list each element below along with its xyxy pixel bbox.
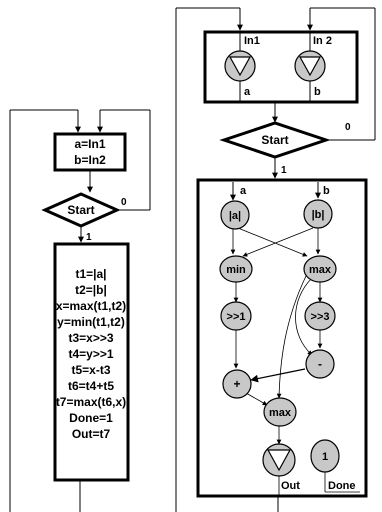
body-line-8: t6=t4+t5	[68, 379, 114, 393]
in2-label: In 2	[313, 35, 332, 47]
max-label: max	[309, 264, 332, 276]
left-flowchart	[9, 109, 151, 512]
body-line-6: t4=y>>1	[68, 347, 113, 361]
right-flowchart	[175, 7, 376, 512]
port-b-label: b	[314, 86, 321, 98]
right-decision-false-label: 0	[345, 122, 351, 133]
left-flowchart-text: a=In1 b=In2 Start 0 1 t1=|a| t2=|b| x=ma…	[56, 137, 127, 441]
shr3-node	[304, 301, 336, 331]
inner-b-label: b	[323, 185, 330, 197]
decision-false-label: 0	[121, 197, 127, 208]
in2-port-icon	[298, 56, 322, 77]
right-decision-true-label: 1	[281, 165, 287, 176]
inner-a-label: a	[240, 185, 247, 197]
body-line-2: t2=|b|	[75, 283, 107, 297]
port-a-label: a	[244, 86, 251, 98]
body-line-7: t5=x-t3	[71, 363, 110, 377]
abs-a-node	[220, 200, 250, 230]
abs-b-label: |b|	[312, 209, 325, 221]
max2-node	[263, 397, 297, 427]
done-label: Done	[328, 480, 356, 492]
max-node	[303, 255, 337, 283]
body-line-9: t7=max(t6,x)	[56, 395, 126, 409]
body-line-4: y=min(t1,t2)	[57, 315, 125, 329]
sub-node	[305, 349, 335, 379]
body-line-3: x=max(t1,t2)	[56, 299, 126, 313]
const1-node	[310, 439, 340, 473]
assign-line-2: b=In2	[74, 153, 106, 167]
right-flowchart-text: In1 In 2 a b Start 0 1 a b |a| |b| min m…	[226, 35, 355, 492]
add-node	[222, 369, 252, 399]
shr3-label: >>3	[311, 311, 330, 323]
shr1-label: >>1	[227, 311, 246, 323]
shr1-node	[220, 301, 252, 331]
abs-a-label: |a|	[229, 210, 241, 222]
max2-label: max	[269, 407, 292, 419]
decision-label: Start	[67, 203, 94, 217]
right-start-decision	[219, 121, 331, 159]
min-node	[219, 255, 253, 283]
sub-label: -	[318, 357, 322, 371]
const1-label: 1	[322, 451, 328, 463]
out-port-icon	[266, 449, 292, 472]
body-line-5: t3=x>>3	[68, 331, 113, 345]
body-line-11: Out=t7	[72, 427, 111, 441]
body-box	[53, 242, 130, 482]
start-decision	[41, 192, 121, 228]
min-label: min	[226, 264, 246, 276]
right-decision-label: Start	[261, 133, 288, 147]
input-box	[203, 30, 359, 104]
decision-true-label: 1	[86, 232, 92, 243]
abs-b-node	[303, 199, 333, 229]
in1-label: In1	[244, 35, 260, 47]
add-label: +	[233, 377, 240, 391]
assign-line-1: a=In1	[74, 137, 105, 151]
body-line-10: Done=1	[69, 411, 113, 425]
in1-port-icon	[228, 56, 252, 77]
out-label: Out	[281, 480, 300, 492]
body-line-1: t1=|a|	[75, 267, 106, 281]
dataflow-box	[196, 178, 368, 498]
